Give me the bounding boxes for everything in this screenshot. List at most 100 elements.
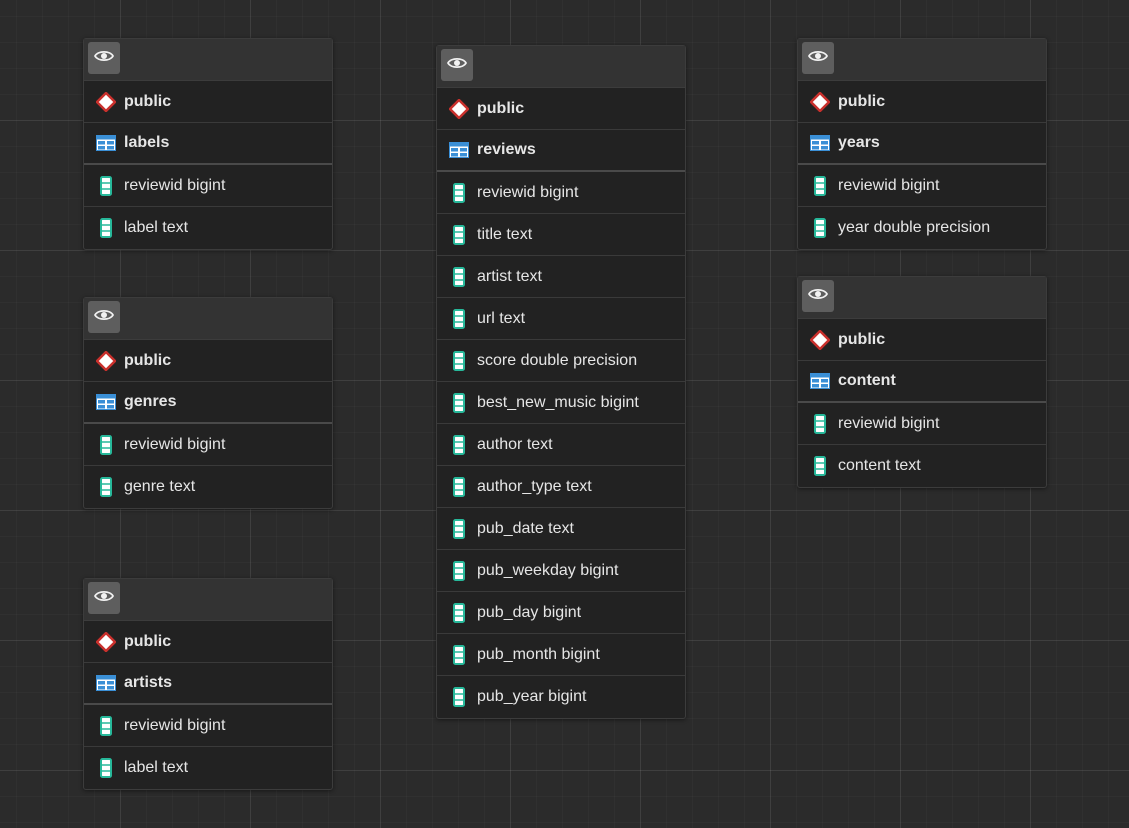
column-icon xyxy=(96,434,116,455)
schema-row: public xyxy=(437,88,685,130)
column-label: reviewid bigint xyxy=(838,414,940,432)
table-name-row: reviews xyxy=(437,130,685,172)
column-icon xyxy=(449,687,469,707)
column-icon xyxy=(449,476,469,497)
column-row[interactable]: pub_day bigint xyxy=(437,592,685,634)
eye-icon xyxy=(807,287,829,306)
schema-name: public xyxy=(838,330,886,348)
table-name: reviews xyxy=(477,141,536,158)
column-icon xyxy=(96,175,116,196)
table-node-genres[interactable]: public genres reviewid bigint genre text xyxy=(83,297,333,509)
column-icon xyxy=(449,392,469,413)
column-label: year double precision xyxy=(838,219,991,236)
node-header xyxy=(84,298,332,340)
table-name-row: content xyxy=(798,361,1046,403)
column-row[interactable]: pub_month bigint xyxy=(437,634,685,676)
table-node-labels[interactable]: public labels reviewid bigint label text xyxy=(83,38,333,250)
column-row[interactable]: artist text xyxy=(437,256,685,298)
eye-icon xyxy=(446,56,468,75)
column-icon xyxy=(449,434,469,455)
toggle-visibility-button[interactable] xyxy=(88,582,120,614)
schema-row: public xyxy=(84,621,332,663)
column-label: artist text xyxy=(477,267,542,285)
schema-diamond-icon xyxy=(96,631,116,652)
column-icon xyxy=(96,758,116,778)
column-label: label text xyxy=(124,219,189,236)
toggle-visibility-button[interactable] xyxy=(441,49,473,81)
schema-row: public xyxy=(84,81,332,123)
table-grid-icon xyxy=(96,133,116,153)
schema-name: public xyxy=(124,351,172,369)
schema-row: public xyxy=(84,340,332,382)
column-label: reviewid bigint xyxy=(838,176,940,194)
schema-name: public xyxy=(124,632,172,650)
column-label: reviewid bigint xyxy=(124,435,226,453)
column-row[interactable]: reviewid bigint xyxy=(84,165,332,207)
column-row[interactable]: reviewid bigint xyxy=(84,424,332,466)
column-row[interactable]: author_type text xyxy=(437,466,685,508)
table-name-row: genres xyxy=(84,382,332,424)
node-header xyxy=(84,39,332,81)
column-label: label text xyxy=(124,759,189,776)
column-row[interactable]: reviewid bigint xyxy=(437,172,685,214)
node-header xyxy=(798,277,1046,319)
column-row[interactable]: reviewid bigint xyxy=(798,403,1046,445)
table-node-reviews[interactable]: public reviews reviewid bigint title tex… xyxy=(436,45,686,719)
column-icon xyxy=(810,413,830,434)
table-name: years xyxy=(838,134,880,151)
eye-icon xyxy=(93,308,115,327)
schema-name: public xyxy=(838,92,886,110)
column-row[interactable]: url text xyxy=(437,298,685,340)
column-row[interactable]: pub_weekday bigint xyxy=(437,550,685,592)
column-label: pub_weekday bigint xyxy=(477,561,619,579)
column-icon xyxy=(96,218,116,238)
column-row[interactable]: title text xyxy=(437,214,685,256)
node-header xyxy=(84,579,332,621)
table-grid-icon xyxy=(96,673,116,693)
toggle-visibility-button[interactable] xyxy=(88,42,120,74)
column-row[interactable]: content text xyxy=(798,445,1046,487)
schema-row: public xyxy=(798,81,1046,123)
column-row[interactable]: best_new_music bigint xyxy=(437,382,685,424)
table-node-artists[interactable]: public artists reviewid bigint label tex… xyxy=(83,578,333,790)
column-row[interactable]: reviewid bigint xyxy=(798,165,1046,207)
column-row[interactable]: pub_year bigint xyxy=(437,676,685,718)
toggle-visibility-button[interactable] xyxy=(88,301,120,333)
column-icon xyxy=(449,644,469,665)
table-grid-icon xyxy=(449,140,469,160)
column-icon xyxy=(810,218,830,238)
column-icon xyxy=(96,715,116,736)
column-row[interactable]: label text xyxy=(84,747,332,789)
column-row[interactable]: pub_date text xyxy=(437,508,685,550)
toggle-visibility-button[interactable] xyxy=(802,42,834,74)
column-label: pub_year bigint xyxy=(477,688,587,705)
column-label: pub_day bigint xyxy=(477,603,582,621)
eye-icon xyxy=(93,49,115,68)
column-row[interactable]: year double precision xyxy=(798,207,1046,249)
table-grid-icon xyxy=(810,371,830,391)
column-icon xyxy=(810,456,830,476)
column-row[interactable]: author text xyxy=(437,424,685,466)
schema-diamond-icon xyxy=(96,350,116,371)
table-grid-icon xyxy=(96,392,116,412)
schema-name: public xyxy=(477,99,525,117)
column-icon xyxy=(449,350,469,371)
table-name-row: labels xyxy=(84,123,332,165)
column-row[interactable]: label text xyxy=(84,207,332,249)
schema-diamond-icon xyxy=(449,98,469,119)
schema-diamond-icon xyxy=(810,91,830,112)
eye-icon xyxy=(807,49,829,68)
column-label: author_type text xyxy=(477,477,592,495)
column-label: reviewid bigint xyxy=(124,176,226,194)
column-row[interactable]: score double precision xyxy=(437,340,685,382)
toggle-visibility-button[interactable] xyxy=(802,280,834,312)
schema-diamond-icon xyxy=(96,91,116,112)
table-node-years[interactable]: public years reviewid bigint year double… xyxy=(797,38,1047,250)
eye-icon xyxy=(93,589,115,608)
table-node-content[interactable]: public content reviewid bigint content t… xyxy=(797,276,1047,488)
column-row[interactable]: reviewid bigint xyxy=(84,705,332,747)
column-row[interactable]: genre text xyxy=(84,466,332,508)
table-name: artists xyxy=(124,674,173,691)
column-label: best_new_music bigint xyxy=(477,393,639,411)
column-label: score double precision xyxy=(477,351,638,369)
